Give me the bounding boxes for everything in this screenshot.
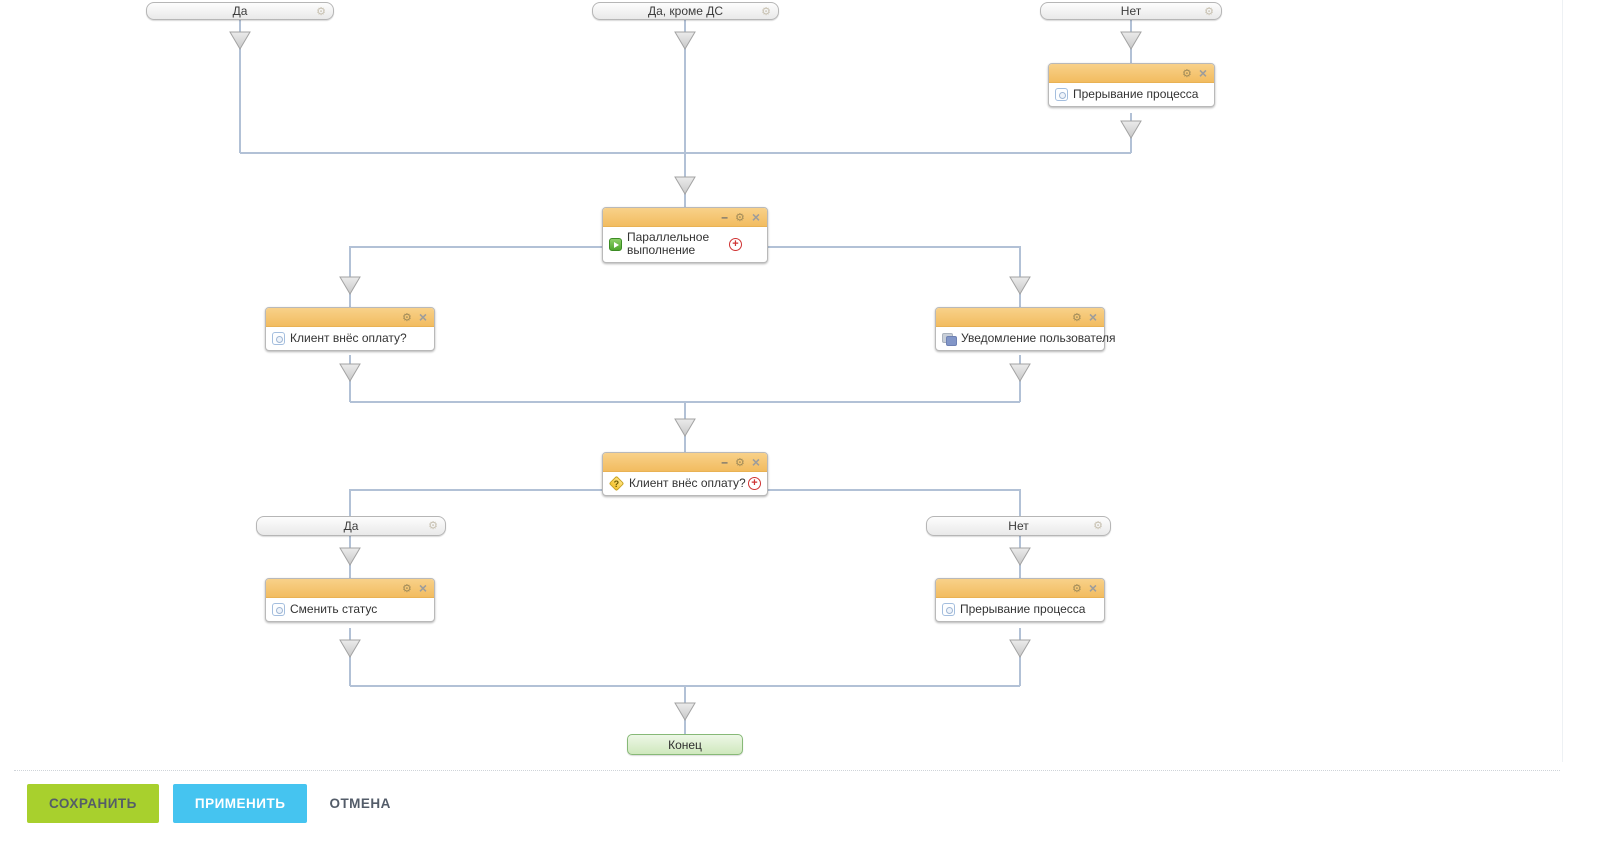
branch-label-text: Нет: [1120, 4, 1142, 18]
status-icon: [1055, 88, 1068, 101]
close-icon[interactable]: [419, 311, 427, 323]
node-title: Прерывание процесса: [1073, 87, 1199, 101]
branch-label-text: Да, кроме ДС: [647, 4, 724, 18]
status-icon: [272, 603, 285, 616]
footer-actions: СОХРАНИТЬ ПРИМЕНИТЬ ОТМЕНА: [27, 784, 391, 823]
gear-icon[interactable]: [735, 211, 745, 224]
branch-label-yes-top[interactable]: Да: [146, 2, 334, 20]
condition-diamond-icon: ?: [608, 475, 625, 491]
node-header: [603, 453, 767, 472]
close-icon[interactable]: [1199, 67, 1207, 79]
node-body: Уведомление пользователя: [936, 327, 1116, 350]
node-condition-client-paid[interactable]: ? Клиент внёс оплату?: [602, 452, 768, 496]
node-interrupt-process-top[interactable]: Прерывание процесса: [1048, 63, 1215, 107]
branch-label-yes-mid[interactable]: Да: [256, 516, 446, 536]
node-title: Прерывание процесса: [960, 602, 1086, 616]
node-header: [603, 208, 767, 227]
notification-icon: [942, 333, 957, 346]
gear-icon[interactable]: [1072, 582, 1082, 595]
node-parallel-execution[interactable]: Параллельное выполнение: [602, 207, 768, 263]
branch-label-no-top[interactable]: Нет: [1040, 2, 1222, 20]
add-action-icon[interactable]: [729, 237, 742, 251]
gear-icon[interactable]: [1093, 518, 1103, 534]
node-header: [266, 579, 434, 598]
gear-icon[interactable]: [316, 4, 326, 20]
node-body: Прерывание процесса: [1049, 83, 1214, 106]
node-user-notification[interactable]: Уведомление пользователя: [935, 307, 1116, 351]
parallel-icon: [609, 237, 622, 251]
status-icon: [272, 332, 285, 345]
status-icon: [942, 603, 955, 616]
apply-button[interactable]: ПРИМЕНИТЬ: [172, 784, 308, 823]
minimize-icon[interactable]: [721, 457, 728, 467]
node-title: Сменить статус: [290, 602, 378, 616]
node-title: Параллельное выполнение: [627, 230, 710, 257]
end-node: Конец: [627, 734, 743, 755]
gear-icon[interactable]: [1182, 67, 1192, 80]
node-title: Клиент внёс оплату?: [629, 476, 746, 490]
close-icon[interactable]: [419, 582, 427, 594]
node-interrupt-process-bottom[interactable]: Прерывание процесса: [935, 578, 1105, 622]
node-header: [266, 308, 434, 327]
node-header: [936, 579, 1104, 598]
gear-icon[interactable]: [402, 311, 412, 324]
node-client-paid[interactable]: Клиент внёс оплату?: [265, 307, 435, 351]
add-action-icon[interactable]: [748, 476, 761, 490]
close-icon[interactable]: [1089, 311, 1097, 323]
condition-mark: ?: [613, 478, 620, 489]
node-body: ? Клиент внёс оплату?: [603, 472, 767, 495]
end-node-label: Конец: [668, 737, 702, 752]
node-body: Прерывание процесса: [936, 598, 1104, 621]
scroll-track: [1562, 0, 1563, 762]
node-title: Клиент внёс оплату?: [290, 331, 407, 345]
branch-label-text: Нет: [1008, 519, 1029, 533]
arrow-down-icons: [229, 31, 1142, 721]
close-icon[interactable]: [1089, 582, 1097, 594]
connector-lines: [239, 20, 1132, 734]
flow-connectors: [229, 20, 1142, 734]
node-title: Уведомление пользователя: [961, 331, 1116, 345]
branch-label-text: Да: [343, 519, 359, 533]
gear-icon[interactable]: [1204, 4, 1214, 20]
branch-label-no-mid[interactable]: Нет: [926, 516, 1111, 536]
gear-icon[interactable]: [761, 4, 771, 20]
close-icon[interactable]: [752, 456, 760, 468]
node-change-status[interactable]: Сменить статус: [265, 578, 435, 622]
branch-label-yes-except-ds[interactable]: Да, кроме ДС: [592, 2, 779, 20]
cancel-button[interactable]: ОТМЕНА: [329, 784, 391, 823]
minimize-icon[interactable]: [721, 212, 728, 222]
gear-icon[interactable]: [1072, 311, 1082, 324]
save-button[interactable]: СОХРАНИТЬ: [27, 784, 159, 823]
node-body: Клиент внёс оплату?: [266, 327, 434, 350]
gear-icon[interactable]: [735, 456, 745, 469]
gear-icon[interactable]: [402, 582, 412, 595]
node-header: [1049, 64, 1214, 83]
footer-separator: [14, 770, 1560, 771]
branch-label-text: Да: [232, 4, 248, 18]
node-header: [936, 308, 1104, 327]
node-body: Сменить статус: [266, 598, 434, 621]
gear-icon[interactable]: [428, 518, 438, 534]
node-body: Параллельное выполнение: [603, 227, 767, 262]
close-icon[interactable]: [752, 211, 760, 223]
